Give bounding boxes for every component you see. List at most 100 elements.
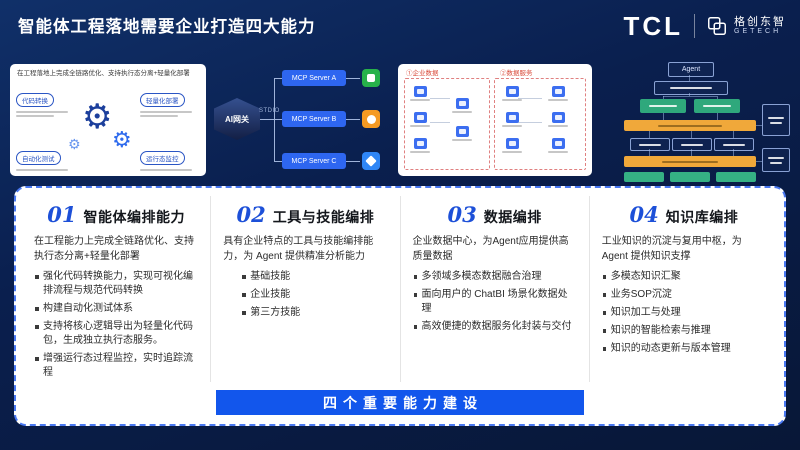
flow-node-green [716,172,756,182]
connector-line [430,122,450,123]
text-skeleton [410,151,430,153]
column-number: 01 [47,202,77,227]
mcp-server-box: MCP Server C [282,153,346,169]
text-skeleton [410,125,430,127]
ai-gateway-label: AI网关 [225,114,249,124]
feature-chip-group: 代码转换 [16,90,74,117]
flow-node-group [450,98,474,113]
diagram-engineering-panel: 在工程落地上完成全链路优化、支持执行态分离+轻量化部署 ⚙ ⚙ ⚙ 代码转换 轻… [10,64,206,176]
side-node [762,104,790,136]
bullet-item: 知识的智能检索与推理 [602,324,766,338]
bullet-item: 基础技能 [241,270,387,284]
bullet-item: 企业技能 [241,288,387,302]
bottom-banner: 四个重要能力建设 [216,390,584,415]
connector-line [717,96,718,99]
getech-logo-text: 格创东智 GETECH [734,16,786,37]
connector-line [346,119,360,120]
getech-logo: 格创东智 GETECH [706,15,786,37]
bullet-list: 多领域多模态数据融合治理 面向用户的 ChatBI 场景化数据处理 高效便捷的数… [413,270,577,334]
connector-line [430,98,450,99]
app-icon-glyph [365,155,377,167]
bullet-item: 多模态知识汇聚 [602,270,766,284]
brand-divider [694,14,695,38]
bullet-item: 构建自动化测试体系 [34,302,198,316]
data-node-icon [505,138,519,149]
tcl-logo: TCL [623,10,683,41]
dashed-section [404,78,490,170]
bullet-item: 高效便捷的数据服务化封装与交付 [413,320,577,334]
connector-line [260,119,274,120]
data-node-icon [413,138,427,149]
bullet-list: 强化代码转换能力，实现可视化编排流程与规范代码转换 构建自动化测试体系 支持将核… [34,270,198,380]
feature-chip: 运行态监控 [140,151,185,165]
column-intro: 具有企业特点的工具与技能编排能力，为 Agent 提供精准分析能力 [223,236,374,262]
flow-node-group [450,126,474,141]
connector-line [649,131,650,138]
feature-chip-group: 自动化测试 [16,148,74,171]
text-skeleton [16,111,68,113]
page-title: 智能体工程落地需要企业打造四大能力 [18,18,316,36]
flow-node-group [408,86,432,101]
getech-name-en: GETECH [734,28,782,36]
gear-icon: ⚙ [112,128,132,153]
column-intro: 在工程能力上完成全链路优化、支持执行态分离+轻量化部署 [34,236,194,262]
app-icon-glyph [367,74,375,82]
text-skeleton [502,99,522,101]
text-skeleton [768,156,784,159]
gear-icon: ⚙ [82,97,113,137]
flow-node-green [670,172,710,182]
column-header: 01 智能体编排能力 [34,202,198,227]
connector-line [274,161,282,162]
capability-column-4: 04 知识库编排 工业知识的沉淀与复用中枢，为 Agent 提供知识支撑 多模态… [588,196,778,382]
capability-card: 01 智能体编排能力 在工程能力上完成全链路优化、支持执行态分离+轻量化部署 强… [14,186,786,426]
connector-line [689,93,690,96]
text-skeleton [548,99,568,101]
bullet-item: 强化代码转换能力，实现可视化编排流程与规范代码转换 [34,270,198,298]
column-title: 智能体编排能力 [83,209,185,225]
flow-bar-orange [624,156,756,167]
feature-chip-group: 运行态监控 [140,148,198,171]
text-skeleton [649,105,677,107]
connector-line [663,96,717,97]
section-label-a: ①企业数据 [406,70,439,77]
connector-line [274,119,282,120]
data-node-icon [505,112,519,123]
capability-column-2: 02 工具与技能编排 具有企业特点的工具与技能编排能力，为 Agent 提供精准… [210,196,399,382]
mcp-server-box: MCP Server B [282,111,346,127]
feature-chip: 自动化测试 [16,151,61,165]
connector-line [733,131,734,138]
diagram-agent-panel: Agent [598,60,792,182]
text-skeleton [140,169,192,171]
text-skeleton [658,124,722,127]
text-skeleton [770,161,782,164]
flow-bar-orange [624,120,756,131]
app-icon-glyph [366,114,376,124]
text-skeleton [723,143,745,146]
data-node-icon [455,126,469,137]
flow-node [630,138,670,151]
text-skeleton [452,111,472,113]
app-icon-green [362,69,380,87]
bullet-item: 多领域多模态数据融合治理 [413,270,577,284]
getech-name-cn: 格创东智 [734,15,786,28]
bullet-item: 业务SOP沉淀 [602,288,766,302]
text-skeleton [502,125,522,127]
data-node-icon [413,112,427,123]
flow-node-green [624,172,664,182]
text-skeleton [548,125,568,127]
bullet-item: 知识加工与处理 [602,306,766,320]
data-node-icon [551,112,565,123]
column-header: 04 知识库编排 [602,202,766,227]
data-node-icon [413,86,427,97]
agent-node-label: Agent [681,66,701,73]
text-skeleton [639,143,661,146]
connector-line [649,149,650,156]
brand-area: TCL 格创东智 GETECH [623,10,786,42]
section-label-b: ②数据服务 [500,70,533,77]
text-skeleton [681,143,703,146]
connector-line [733,149,734,156]
engineering-caption: 在工程落地上完成全链路优化、支持执行态分离+轻量化部署 [17,70,190,77]
feature-chip: 轻量化部署 [140,93,185,107]
connector-line [663,113,664,120]
